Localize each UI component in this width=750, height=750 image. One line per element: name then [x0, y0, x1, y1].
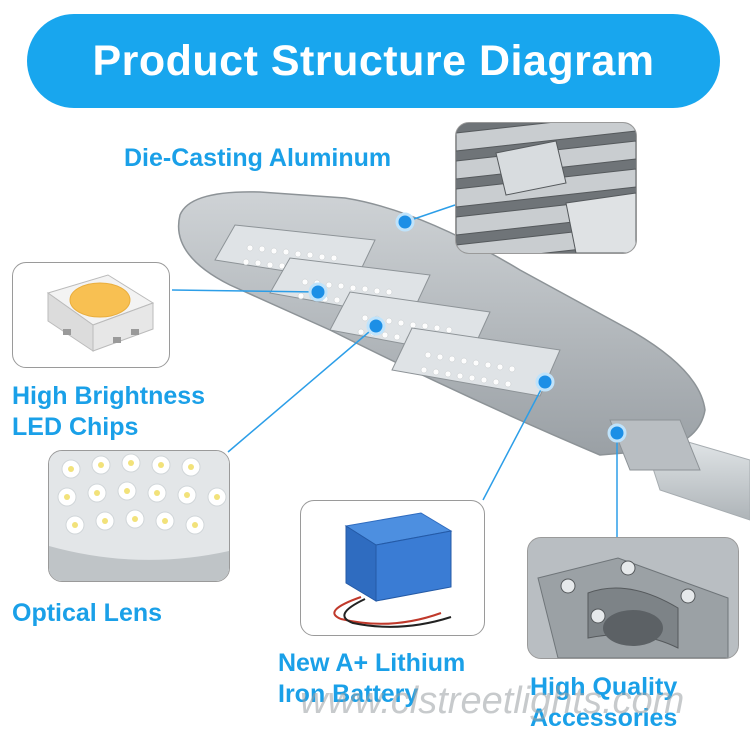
page-title: Product Structure Diagram	[92, 36, 655, 85]
callout-dot-die-casting	[395, 212, 415, 232]
leader-led-chips	[171, 289, 319, 293]
led-chips-label-line1: High Brightness	[12, 382, 206, 410]
callout-dot-optical-lens	[366, 316, 386, 336]
led-chips-label-line2: LED Chips	[12, 413, 139, 441]
accessories-inset	[527, 537, 739, 659]
optical-lens-label-text: Optical Lens	[12, 599, 163, 627]
die-casting-label-text: Die-Casting Aluminum	[124, 144, 392, 172]
die-casting-inset	[455, 122, 637, 254]
optical-lens-label: Optical Lens	[12, 598, 162, 629]
led-chips-label: High Brightness LED Chips	[12, 381, 205, 443]
die-casting-label: Die-Casting Aluminum	[124, 143, 391, 174]
battery-label-line2: Iron Battery	[278, 680, 419, 708]
accessories-label-line1: High Quality	[530, 673, 678, 701]
accessories-label-line2: Accessories	[530, 704, 678, 732]
leader-battery	[482, 381, 546, 501]
watermark: www.clstreetlights.com	[300, 680, 685, 722]
battery-label-line1: New A+ Lithium	[278, 649, 466, 677]
callout-dot-led-chips	[308, 282, 328, 302]
battery-label: New A+ Lithium Iron Battery	[278, 648, 465, 710]
battery-inset	[300, 500, 485, 636]
title-banner: Product Structure Diagram	[27, 14, 720, 108]
optical-lens-inset	[48, 450, 230, 582]
led-chip-inset	[12, 262, 170, 368]
accessories-label: High Quality Accessories	[530, 672, 677, 734]
callout-dot-accessories	[607, 423, 627, 443]
leader-optical-lens	[227, 325, 377, 453]
callout-dot-battery	[535, 372, 555, 392]
led-module-4	[391, 327, 561, 397]
